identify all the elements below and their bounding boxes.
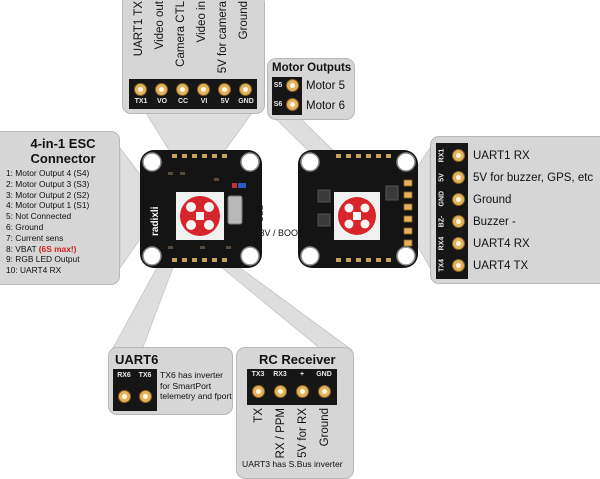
solder-pad	[134, 83, 147, 96]
esc-pin-item: 7: Current sens	[6, 232, 64, 243]
esc-pin-list: 1: Motor Output 4 (S4) 2: Motor Output 3…	[6, 168, 89, 276]
silk-label: 5V	[220, 98, 230, 105]
uart6-note: TX6 has inverter for SmartPort telemetry…	[160, 370, 232, 401]
right-header-strip: RX1 5V GND BZ- RX4 TX4	[436, 143, 468, 279]
silk-label: TX3	[251, 371, 265, 378]
solder-pad	[197, 83, 210, 96]
solder-pad	[139, 390, 152, 403]
rc-pin-label: RX / PPM	[275, 408, 287, 459]
top-pin-label: Ground	[238, 1, 250, 40]
motor-pin-label: Motor 5	[306, 80, 345, 92]
solder-pad	[286, 98, 299, 111]
silk-label: GND	[238, 98, 254, 105]
solder-pad	[274, 385, 287, 398]
silk-label: VO	[156, 98, 168, 105]
silk-label: CC	[177, 98, 189, 105]
top-pin-label: Video in	[196, 1, 208, 43]
esc-pin-item: 5: Not Connected	[6, 211, 72, 222]
solder-pad	[452, 259, 465, 272]
rc-pin-label: Ground	[319, 408, 331, 447]
right-pin-label: Buzzer -	[473, 216, 516, 228]
solder-pad	[452, 149, 465, 162]
vbat-label: 8: VBAT	[6, 243, 37, 254]
motor-header-strip: S5 S6	[272, 77, 302, 115]
rc-pin-label: TX	[253, 408, 265, 423]
silk-label: RX1	[438, 148, 446, 163]
right-pin-label: 5V for buzzer, GPS, etc	[473, 172, 594, 184]
solder-pad	[252, 385, 265, 398]
solder-pad	[286, 79, 299, 92]
esc-pin-item: 3: Motor Output 2 (S2)	[6, 189, 90, 200]
solder-pad	[176, 83, 189, 96]
right-pin-label: UART4 RX	[473, 238, 530, 250]
wedge-uart6	[111, 261, 176, 351]
esc-pin-item: 2: Motor Output 3 (S3)	[6, 178, 90, 189]
fc-board-top	[140, 150, 262, 268]
motor-pin-label: Motor 6	[306, 100, 345, 112]
rc-receiver-panel: RC Receiver TX3 RX3 + GND TX RX / PPM 5V…	[236, 347, 354, 479]
silk-label: TX6	[138, 372, 152, 379]
rc-receiver-title: RC Receiver	[259, 352, 336, 367]
boot-label: 3.3V / BOOT	[252, 228, 304, 238]
top-pin-label: UART1 TX	[133, 1, 145, 57]
silk-label: S6	[273, 101, 283, 108]
esc-connector-panel: 4-in-1 ESC Connector 1: Motor Output 4 (…	[0, 131, 120, 285]
right-pin-label: Ground	[473, 194, 512, 206]
rc-pin-label: 5V for RX	[297, 408, 309, 458]
silk-label: BZ-	[438, 215, 446, 228]
fc-board-bottom	[298, 150, 418, 268]
rc-header-strip: TX3 RX3 + GND	[247, 369, 337, 405]
esc-pin-item: 4: Motor Output 1 (S1)	[6, 200, 90, 211]
right-pin-label: UART1 RX	[473, 150, 530, 162]
esc-title: 4-in-1 ESC Connector	[30, 136, 96, 166]
solder-pad	[155, 83, 168, 96]
uart6-title: UART6	[115, 352, 159, 367]
silk-label: S5	[273, 82, 283, 89]
silk-label: TX4	[438, 259, 446, 272]
top-pin-label: Camera CTL	[175, 1, 187, 67]
brand-label: radixli	[150, 206, 161, 236]
top-connector-panel: UART1 TX Video out Camera CTL Video in 5…	[122, 0, 265, 114]
solder-pad	[452, 237, 465, 250]
right-connector-panel: RX1 5V GND BZ- RX4 TX4 UART1 RX 5V for b…	[430, 136, 600, 284]
uart6-panel: UART6 RX6 TX6 TX6 has inverter for Smart…	[108, 347, 233, 415]
silk-label: GND	[316, 371, 332, 378]
silk-label: RX6	[117, 372, 131, 379]
solder-pad	[452, 171, 465, 184]
usb-label: USB	[255, 204, 265, 222]
esc-pin-item: 10: UART4 RX	[6, 265, 62, 276]
solder-pad	[452, 215, 465, 228]
silk-label: GND	[438, 190, 446, 207]
solder-pad	[318, 385, 331, 398]
solder-pad	[218, 83, 231, 96]
silk-label: RX3	[273, 371, 287, 378]
silk-label: RX4	[438, 236, 446, 251]
silk-label: TX1	[134, 98, 148, 105]
esc-pin-item-vbat: 8: VBAT (6S max!)	[6, 244, 89, 255]
motor-outputs-title: Motor Outputs	[272, 62, 352, 74]
silk-label: 5V	[438, 173, 446, 182]
solder-pad	[452, 193, 465, 206]
esc-pin-item: 1: Motor Output 4 (S4)	[6, 168, 90, 178]
right-pin-label: UART4 TX	[473, 260, 529, 272]
silk-label: VI	[200, 98, 208, 105]
esc-pin-item: 6: Ground	[6, 221, 44, 232]
solder-pad	[118, 390, 131, 403]
top-pin-label: Video out	[154, 1, 166, 50]
solder-pad	[296, 385, 309, 398]
vbat-warning: (6S max!)	[38, 243, 77, 254]
esc-pin-item: 9: RGB LED Output	[6, 254, 80, 265]
wedge-rc	[213, 261, 354, 351]
silk-label: +	[299, 371, 305, 378]
top-pin-label: 5V for camera	[217, 1, 229, 74]
rc-receiver-note: UART3 has S.Bus inverter	[242, 459, 343, 469]
top-header-strip: TX1 VO CC VI 5V GND	[129, 79, 257, 109]
solder-pad	[239, 83, 252, 96]
motor-outputs-panel: Motor Outputs S5 S6 Motor 5 Motor 6	[267, 58, 355, 120]
uart6-header-strip: RX6 TX6	[113, 369, 157, 411]
